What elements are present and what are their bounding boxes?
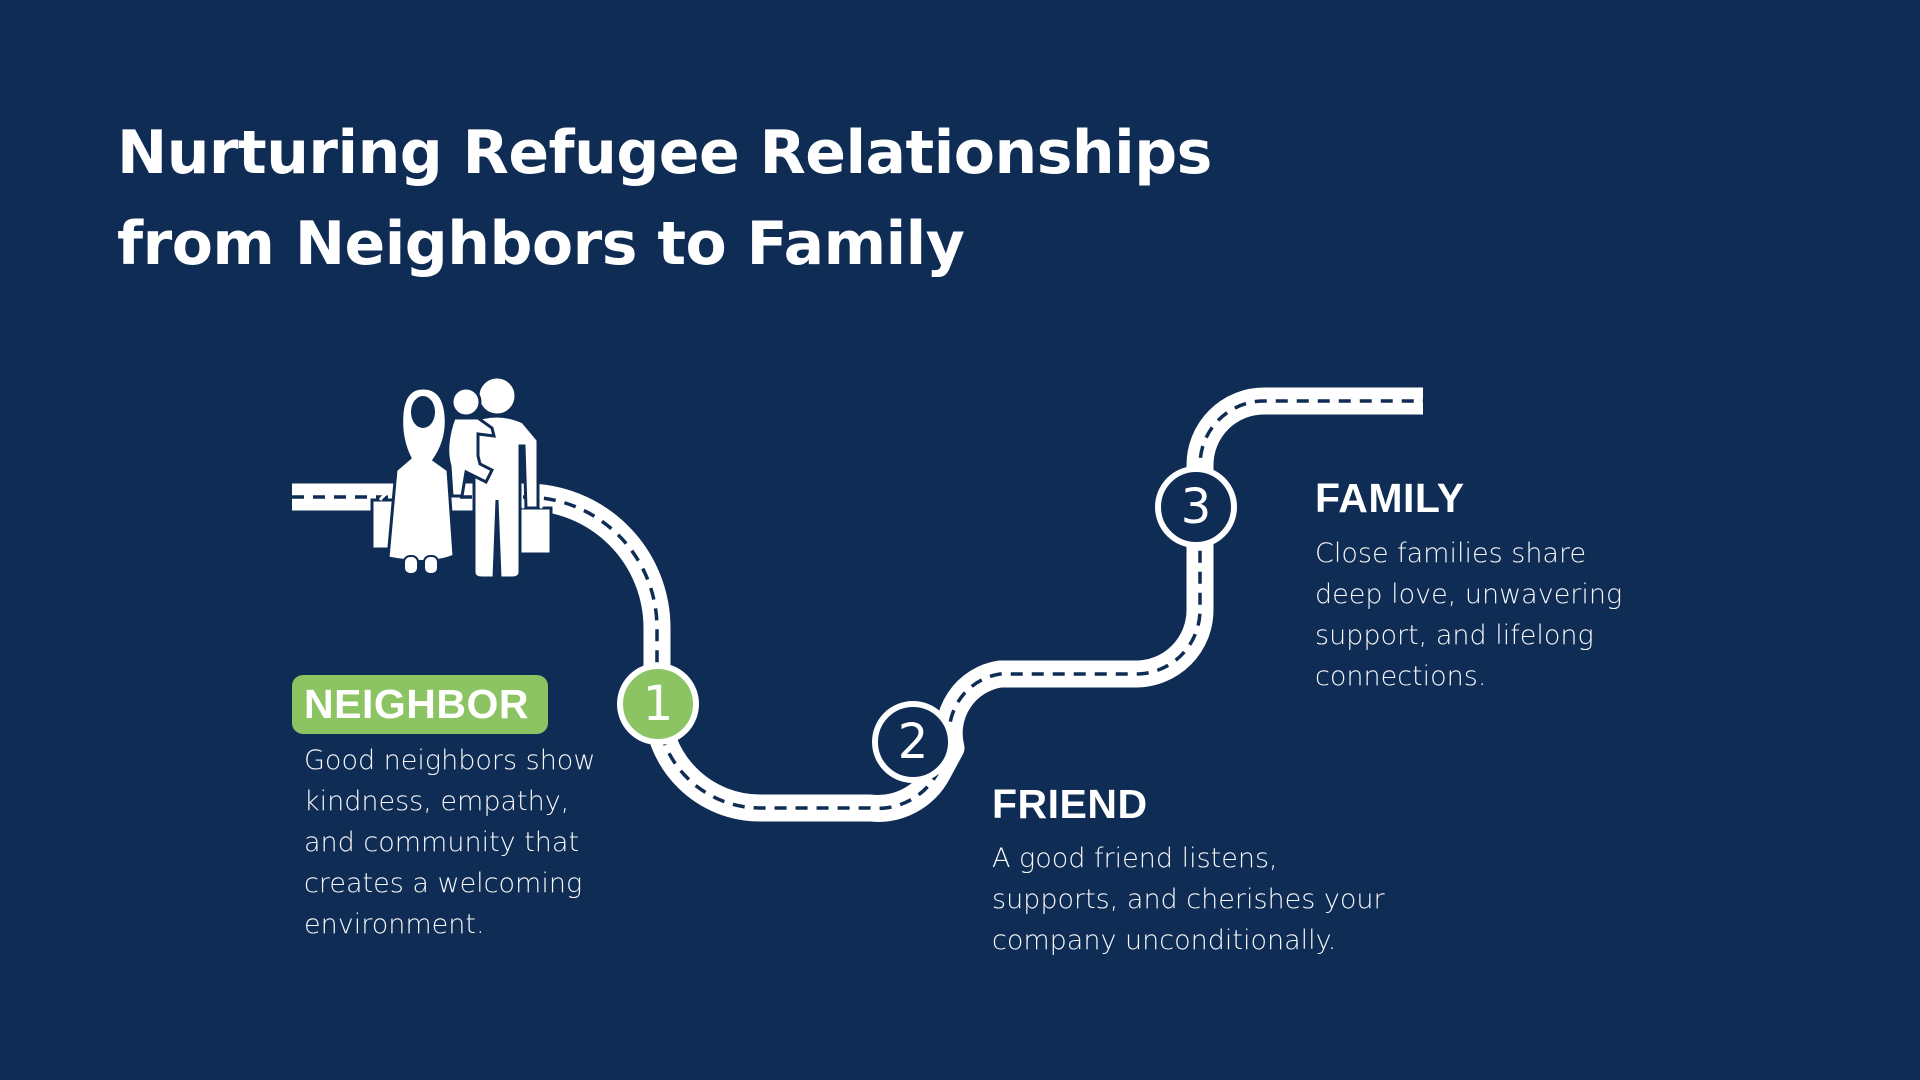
stage-1-label: NEIGHBOR [292,675,548,734]
stage-2-label: FRIEND [992,781,1148,827]
stage-3-label: FAMILY [1315,475,1465,521]
milestone-1-number: 1 [643,676,674,732]
milestone-2-number: 2 [898,714,929,770]
title-line-1: Nurturing Refugee Relationships [117,118,1212,188]
stage-2-description: A good friend listens, supports, and che… [992,843,1385,956]
stage-1-description: Good neighbors show kindness, empathy, a… [304,745,596,940]
page-title: Nurturing Refugee Relationships from Nei… [117,108,1212,290]
stage-3-description: Close families share deep love, unwaveri… [1315,538,1623,692]
milestone-1: 1 [617,663,699,745]
title-line-2: from Neighbors to Family [117,209,965,279]
milestone-3: 3 [1155,466,1237,548]
milestone-3-number: 3 [1181,479,1212,535]
refugee-family-icon [370,375,553,580]
road-center-dashes [292,399,1423,811]
milestone-2: 2 [872,701,954,783]
